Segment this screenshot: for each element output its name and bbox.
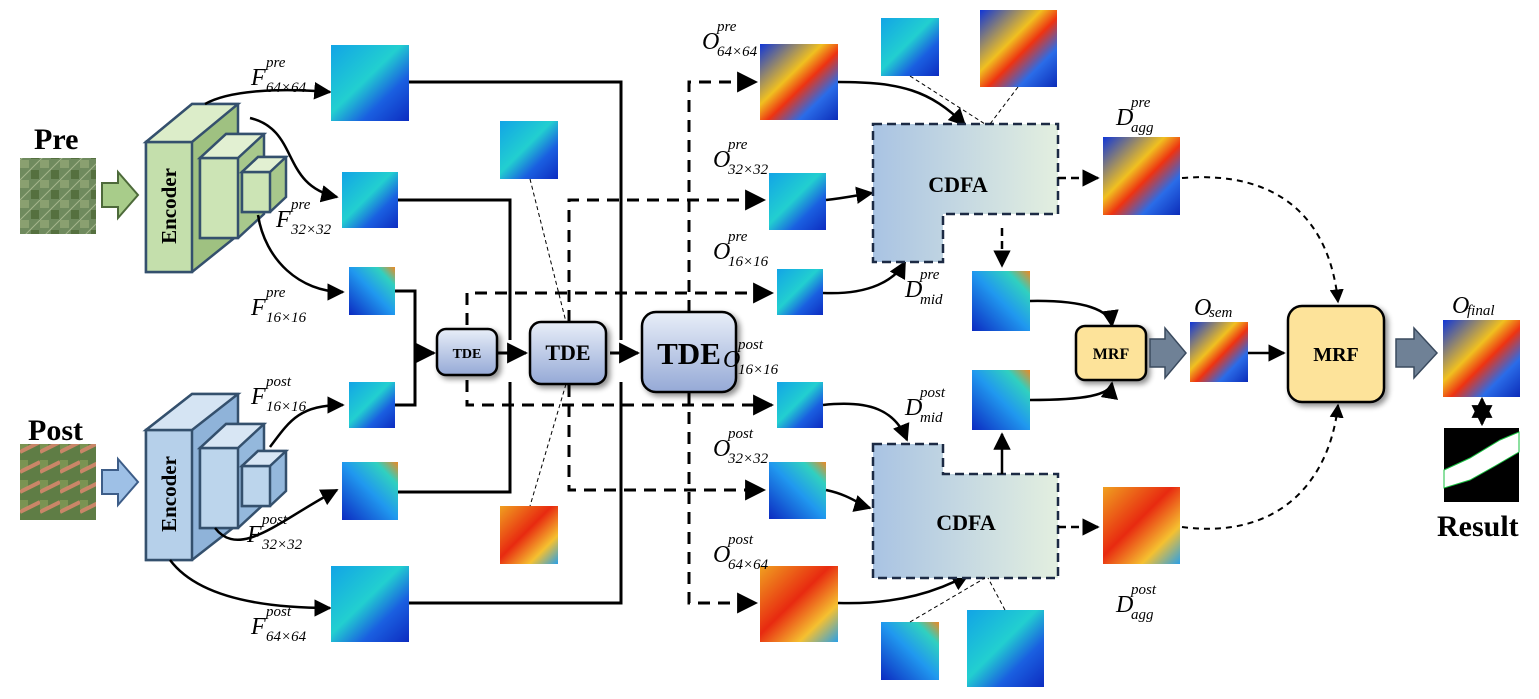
agg-to-mrf-arrows: [1181, 176, 1344, 530]
feature-to-tde-lines: [395, 80, 623, 605]
d-agg-pre-map: [1103, 137, 1180, 215]
pre-satellite-image: [20, 158, 96, 234]
o-final-map: [1443, 320, 1520, 397]
tde-medium-label: TDE: [545, 340, 590, 365]
pre-input-label: Pre: [34, 123, 79, 156]
tde-inspect-map-bottom: [500, 506, 558, 564]
mrf-block-first[interactable]: [1074, 324, 1148, 382]
cdfa-inspect-map-bottom-right: [967, 610, 1044, 687]
cdfa-block-top[interactable]: [871, 122, 1060, 264]
o-map-pre-64: [760, 44, 838, 120]
mrf-first-label: MRF: [1093, 346, 1130, 363]
pre-input-arrow: [101, 169, 140, 221]
post-satellite-image: [20, 444, 96, 520]
tde-block-large[interactable]: [640, 310, 738, 394]
cdfa-block-bottom[interactable]: [871, 442, 1060, 580]
result-label: Result: [1437, 510, 1519, 543]
cdfa-bottom-label: CDFA: [936, 510, 996, 535]
cdfa-inspect-map-bottom-left: [881, 622, 939, 680]
feature-map-pre-16: [349, 267, 395, 315]
tde-block-small[interactable]: [435, 327, 499, 377]
o-sem-map: [1190, 322, 1248, 382]
cdfa-to-agg-arrows: [1058, 169, 1100, 536]
post-input-label: Post: [28, 414, 83, 447]
mrf-to-ofinal-arrow: [1395, 326, 1439, 380]
feature-map-post-64: [331, 566, 409, 642]
o-map-post-64: [760, 566, 838, 642]
tde-inspect-map-top: [500, 121, 558, 179]
o-map-post-16: [777, 382, 823, 428]
result-mask: [1443, 428, 1520, 502]
d-agg-post-map: [1103, 487, 1180, 564]
d-mid-pre-map: [972, 271, 1030, 331]
cdfa-inspect-map-top-right: [980, 10, 1057, 87]
post-encoder: [142, 392, 290, 562]
o-map-pre-32: [769, 173, 826, 230]
mrf-to-osem-arrow: [1149, 325, 1187, 381]
o-map-post-32: [769, 462, 826, 519]
feature-map-pre-32: [342, 172, 398, 228]
d-mid-post-map: [972, 370, 1030, 430]
post-input-arrow: [101, 456, 140, 508]
cdfa-top-label: CDFA: [928, 172, 988, 197]
mrf-block-second[interactable]: [1286, 304, 1386, 404]
tde-inspect-lines: [529, 178, 567, 507]
encoder-feature-arrows: [169, 82, 345, 617]
pre-encoder: [142, 102, 290, 274]
tde-small-label: TDE: [453, 347, 482, 362]
cdfa-inspect-lines: [909, 75, 1019, 623]
feature-map-post-32: [342, 462, 398, 520]
mrf-second-label: MRF: [1313, 344, 1359, 366]
feature-map-post-16: [349, 382, 395, 428]
tde-large-label: TDE: [657, 336, 721, 371]
d-mid-arrows: [993, 228, 1119, 474]
o-map-pre-16: [777, 269, 823, 315]
pre-encoder-label: Encoder: [157, 168, 181, 244]
cdfa-inspect-map-top-left: [881, 18, 939, 76]
tde-block-medium[interactable]: [528, 320, 608, 386]
tde-output-dashed-lines: [465, 71, 775, 614]
feature-map-pre-64: [331, 45, 409, 121]
post-encoder-label: Encoder: [157, 456, 181, 532]
o-to-cdfa-arrows: [822, 80, 970, 605]
